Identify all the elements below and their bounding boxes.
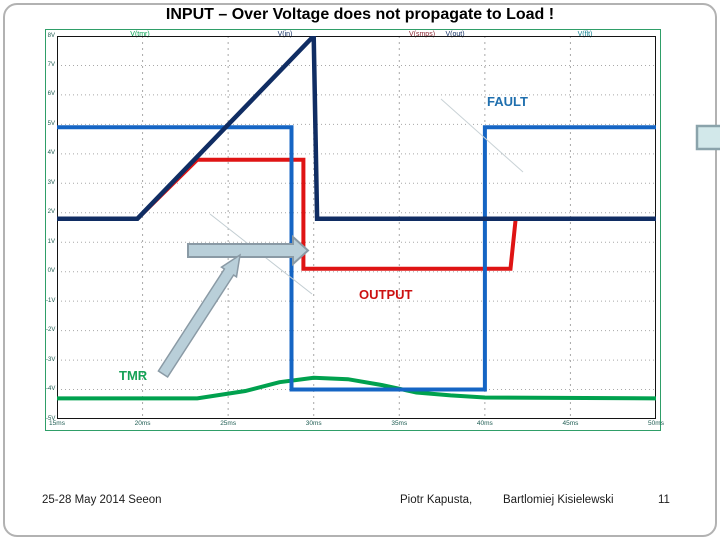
fault-label: FAULT (487, 94, 528, 109)
x-tick-label: 50ms (648, 420, 664, 427)
output-label: OUTPUT (359, 287, 413, 302)
trace-vout (57, 157, 656, 271)
footer-page-number: 11 (658, 494, 670, 506)
y-tick-label: 7V (47, 61, 55, 68)
y-tick-label: 6V (47, 91, 55, 98)
x-tick-label: 15ms (49, 420, 65, 427)
x-tick-label: 45ms (562, 420, 579, 427)
y-tick-label: 3V (47, 179, 55, 186)
page-title: INPUT – Over Voltage does not propagate … (165, 6, 555, 23)
footer-author-1: Piotr Kapusta, (400, 494, 473, 506)
x-tick-label: 25ms (220, 420, 237, 427)
trace-legend: V(tmr) V(in) V(smps) V(out) V(flt) (46, 31, 660, 43)
trace-vtmr (57, 375, 656, 401)
legend-item-vtmr: V(tmr) (130, 31, 150, 38)
y-tick-label: 8V (47, 32, 55, 39)
y-tick-label: -2V (46, 327, 56, 334)
legend-item-vflt: V(flt) (577, 31, 593, 38)
plot-area (57, 36, 656, 419)
chart-panel: V(tmr) V(in) V(smps) V(out) V(flt) 8V 7V 6… (45, 29, 664, 431)
y-tick-label: 4V (47, 150, 55, 157)
legend-item-vout: V(out) (445, 31, 465, 38)
y-tick-label: 1V (47, 238, 55, 245)
trace-vin (57, 36, 656, 221)
y-tick-label: -4V (46, 386, 56, 393)
legend-item-vsmps: V(smps) (408, 31, 436, 38)
x-tick-label: 40ms (476, 420, 493, 427)
plot-box (57, 36, 656, 419)
y-tick-label: -1V (46, 297, 56, 304)
offslide-arrow-icon (695, 124, 720, 151)
footer-date: 25-28 May 2014 Seeon (42, 494, 162, 506)
y-tick-label: -5V (46, 415, 56, 422)
y-tick-label: 0V (47, 268, 55, 275)
trace-vflt (57, 125, 656, 392)
y-tick-label: 5V (47, 120, 55, 127)
footer-author-2: Bartlomiej Kisielewski (503, 494, 614, 506)
legend-item-vin: V(in) (277, 31, 293, 38)
tmr-label: TMR (119, 368, 148, 383)
y-tick-label: -3V (46, 356, 56, 363)
x-tick-label: 30ms (305, 420, 322, 427)
x-tick-label: 20ms (134, 420, 151, 427)
x-tick-label: 35ms (391, 420, 408, 427)
y-tick-label: 2V (47, 209, 55, 216)
